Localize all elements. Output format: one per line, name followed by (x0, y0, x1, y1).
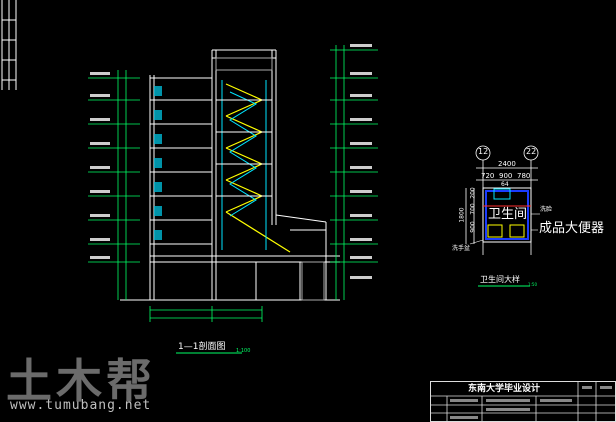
left-elevation-marks (88, 70, 140, 300)
detail-vdim-3: 900 (469, 221, 477, 233)
title-block-grid (430, 381, 616, 422)
detail-axis-right-label: 22 (526, 147, 537, 156)
detail-vdim-1: 200 (469, 187, 477, 199)
section-bottom-dimension (149, 306, 263, 322)
floor-slabs (150, 77, 212, 245)
section-scale: 1:100 (236, 348, 251, 354)
bathroom-leaders (469, 213, 540, 245)
stair-landings (216, 99, 272, 197)
bathroom-room-label: 卫生间 (488, 207, 528, 222)
bathroom-note-left: 洗手盆 (452, 245, 471, 252)
detail-axis-left-label: 12 (478, 147, 489, 156)
stair-handrails (221, 80, 267, 250)
detail-seg-width-2: 900 (499, 172, 513, 180)
detail-vdim-2: 700 (469, 203, 477, 215)
bathroom-plan (482, 187, 532, 243)
right-elevation-ticks (350, 44, 372, 279)
watermark-logo: 土木帮 (6, 354, 156, 408)
detail-seg-width-1: 720 (481, 172, 495, 180)
title-block-fillers (450, 386, 612, 419)
watermark-url: www.tumubang.net (10, 398, 152, 413)
section-title: 1—1剖面图 (178, 342, 226, 352)
right-elevation-marks (330, 45, 378, 300)
bathroom-note-right: 成品大便器 (539, 221, 605, 236)
left-elevation-ticks (90, 72, 110, 259)
section-building (120, 49, 340, 301)
detail-total-height: 1800 (458, 207, 466, 223)
left-margin-frame (1, 0, 17, 90)
window-bands (154, 86, 162, 240)
detail-scale: 1:50 (528, 282, 537, 287)
detail-total-width: 2400 (498, 160, 516, 168)
bathroom-note-small: 洗脸 (540, 206, 553, 213)
stair-flights (225, 83, 291, 253)
detail-title: 卫生间大样 (480, 275, 520, 284)
detail-seg-width-3: 780 (517, 172, 531, 180)
title-block-school: 东南大学毕业设计 (468, 384, 541, 394)
detail-inner-dim: 64 (501, 181, 509, 188)
